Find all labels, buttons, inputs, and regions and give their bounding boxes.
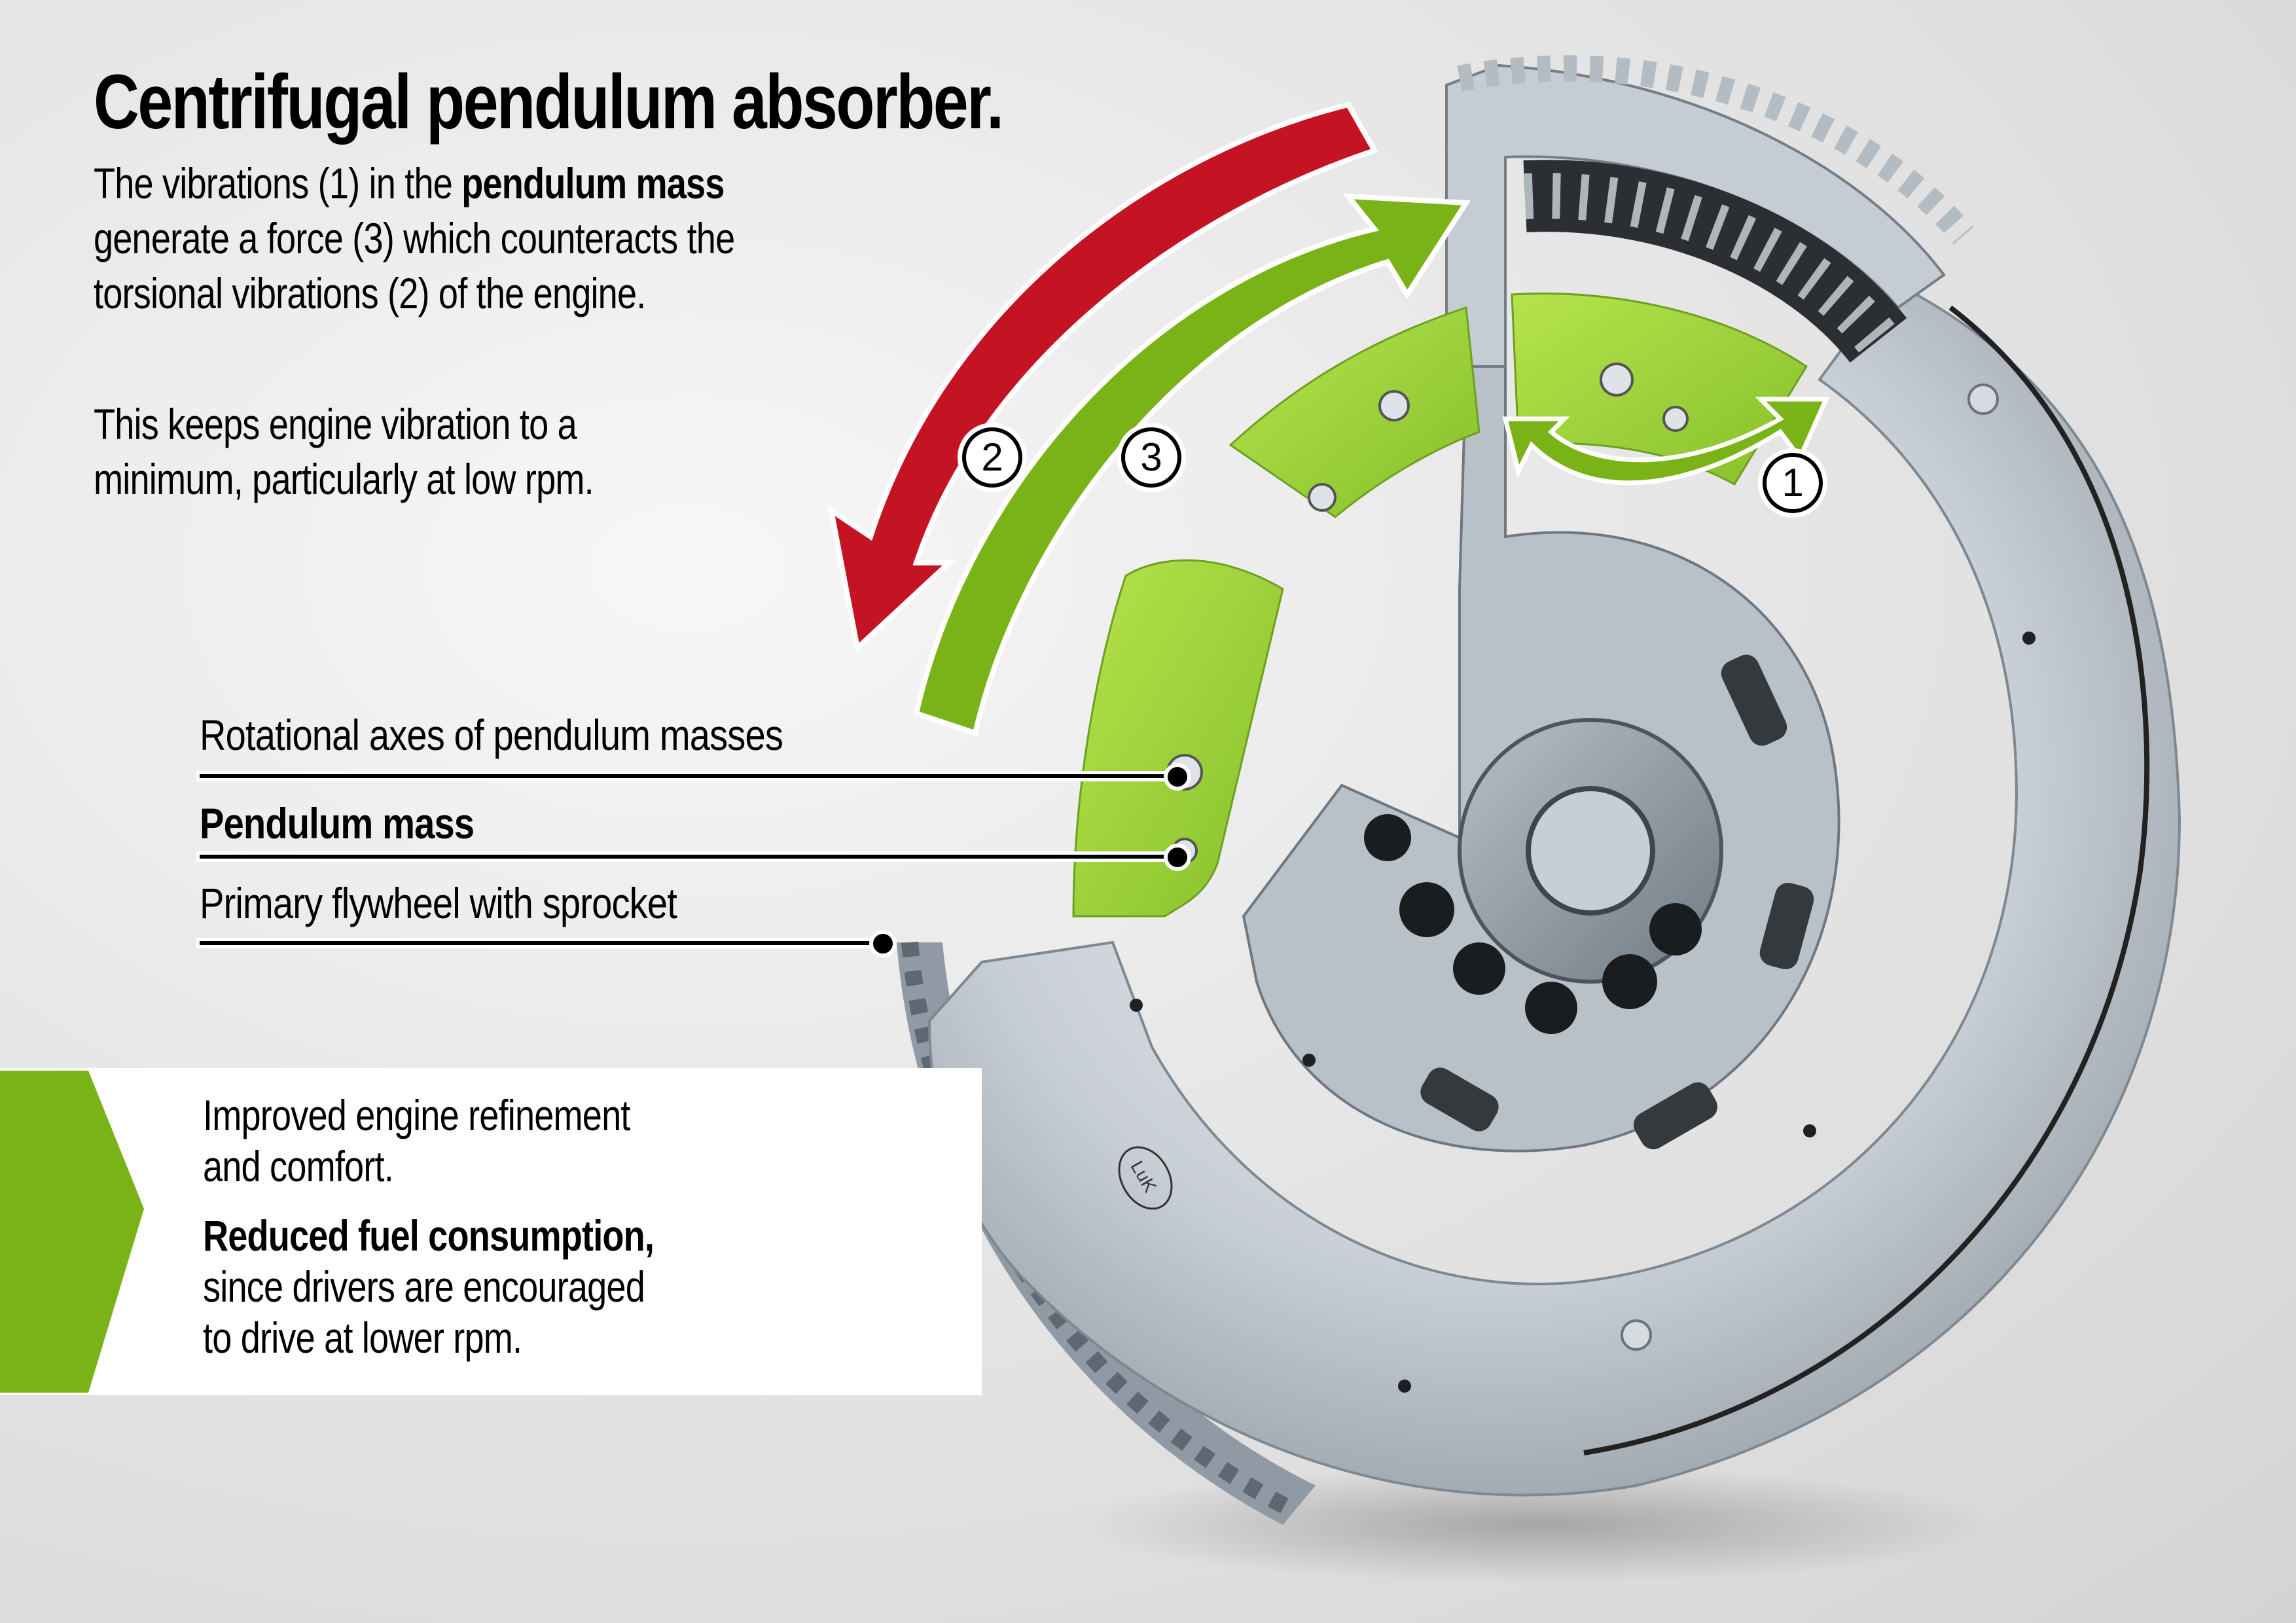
pendulum-mass-upper-right bbox=[1511, 293, 1808, 486]
outer-disc-studs bbox=[1621, 383, 1999, 1351]
benefit-fuel-line-3: to drive at lower rpm. bbox=[203, 1313, 522, 1362]
marker-badge-2: 2 bbox=[962, 427, 1022, 488]
pendulum-mass-upper-left bbox=[1229, 306, 1480, 518]
pendulum-mass-left bbox=[1072, 559, 1284, 918]
callout-pendulum-mass: Pendulum mass bbox=[200, 799, 475, 847]
leader-dot-pendulum-mass bbox=[1164, 844, 1191, 871]
leader-dot-primary-flywheel bbox=[869, 930, 897, 957]
intro-line-2: generate a force (3) which counteracts t… bbox=[94, 214, 735, 262]
benefits-band bbox=[0, 1068, 982, 1395]
marker-badge-3: 3 bbox=[1121, 427, 1181, 488]
intro-line-1: The vibrations (1) in the pendulum mass bbox=[94, 159, 725, 207]
hub-holes bbox=[1364, 814, 1702, 1034]
page-title: Centrifugal pendulum absorber. bbox=[94, 59, 1004, 145]
leader-line-pendulum-mass bbox=[200, 855, 1181, 859]
torsional-vibration-arrow bbox=[827, 101, 1378, 653]
benefit-fuel-heading: Reduced fuel consumption, bbox=[203, 1211, 655, 1260]
sprocket-teeth-top bbox=[1457, 55, 1974, 244]
leader-line-rotational-axes bbox=[200, 774, 1181, 778]
benefit-refinement-line-1: Improved engine refinement bbox=[203, 1091, 630, 1139]
pendulum-vibration-arrow bbox=[1502, 397, 1830, 486]
intro-line-4: This keeps engine vibration to a bbox=[94, 400, 577, 448]
chevron-arrow-icon bbox=[0, 1071, 144, 1393]
outer-disc-holes bbox=[1130, 632, 2036, 1393]
spring-housing bbox=[1445, 63, 1946, 368]
intro-text: The vibrations (1) in the pendulum mass … bbox=[94, 156, 735, 507]
intro-line-3: torsional vibrations (2) of the engine. bbox=[94, 269, 646, 317]
marker-badge-1: 1 bbox=[1763, 453, 1823, 513]
ground-shadow bbox=[1080, 1466, 1996, 1584]
benefits-list: Improved engine refinement and comfort. … bbox=[203, 1090, 655, 1363]
benefit-fuel-line-2: since drivers are encouraged bbox=[203, 1262, 645, 1311]
flywheel-rim-groove bbox=[1583, 305, 2150, 1455]
leader-dot-rotational-axes bbox=[1164, 763, 1191, 791]
counteracting-force-arrow bbox=[913, 193, 1471, 737]
pendulum-pins bbox=[1166, 363, 1689, 864]
callout-primary-flywheel: Primary flywheel with sprocket bbox=[200, 879, 677, 927]
hub-ring-cutouts bbox=[1420, 654, 1814, 1150]
intro-emphasis: pendulum mass bbox=[461, 159, 725, 207]
benefit-refinement-line-2: and comfort. bbox=[203, 1142, 394, 1190]
intro-line-5: minimum, particularly at low rpm. bbox=[94, 455, 594, 503]
leader-line-primary-flywheel bbox=[200, 941, 874, 945]
callout-rotational-axes: Rotational axes of pendulum masses bbox=[200, 711, 783, 759]
